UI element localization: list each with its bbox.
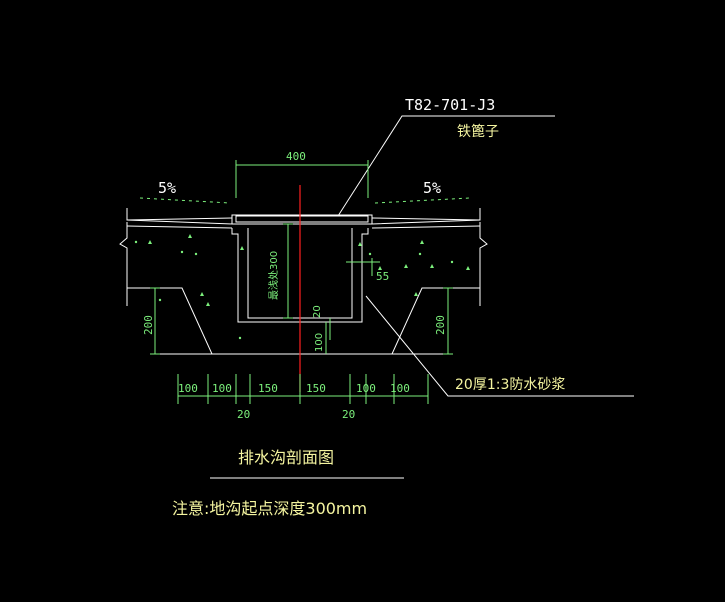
bottom-dim-label: 20: [237, 408, 250, 421]
concrete-body-outline: [119, 222, 488, 355]
dim-200-right-label: 200: [434, 315, 447, 335]
inner-dimensions: [150, 223, 453, 355]
mortar-leader-line: [365, 295, 634, 397]
dim-200-left-label: 200: [142, 315, 155, 335]
bottom-dim-label: 100: [356, 382, 376, 395]
grate-name-label: 铁篦子: [457, 124, 499, 140]
bottom-dim-label: 100: [178, 382, 198, 395]
aggregate-marks: [134, 234, 470, 340]
slope-left-label: 5%: [158, 179, 176, 197]
dim-100-inner-label: 100: [314, 333, 325, 352]
dim-20-inner-label: 20: [312, 305, 323, 318]
bottom-dim-label: 150: [306, 382, 326, 395]
depth-note: 注意:地沟起点深度300mm: [172, 499, 367, 518]
slope-right-dashes: [374, 197, 471, 204]
bottom-dim-row1: 100 100 150 150 100 100: [178, 382, 410, 395]
bottom-dim-label: 100: [390, 382, 410, 395]
top-width-dimension: [235, 160, 369, 198]
mortar-note-label: 20厚1:3防水砂浆: [455, 377, 565, 393]
pavement-outline: [126, 208, 481, 225]
slope-left-dashes: [139, 197, 231, 204]
bottom-dim-row2: 20 20: [237, 408, 355, 421]
grate-frame: [232, 215, 372, 225]
bottom-dim-label: 20: [342, 408, 355, 421]
drawing-title: 排水沟剖面图: [238, 448, 334, 467]
bottom-dim-label: 100: [212, 382, 232, 395]
grate-code-label: T82-701-J3: [405, 96, 495, 114]
grate-leader-line: [337, 115, 555, 217]
dim-55-label: 55: [376, 270, 389, 283]
slope-right-label: 5%: [423, 179, 441, 197]
min-depth-label: 最浅处300: [267, 251, 280, 300]
bottom-dim-label: 150: [258, 382, 278, 395]
bottom-dimension-chain: [177, 374, 429, 404]
top-width-label: 400: [286, 150, 306, 163]
